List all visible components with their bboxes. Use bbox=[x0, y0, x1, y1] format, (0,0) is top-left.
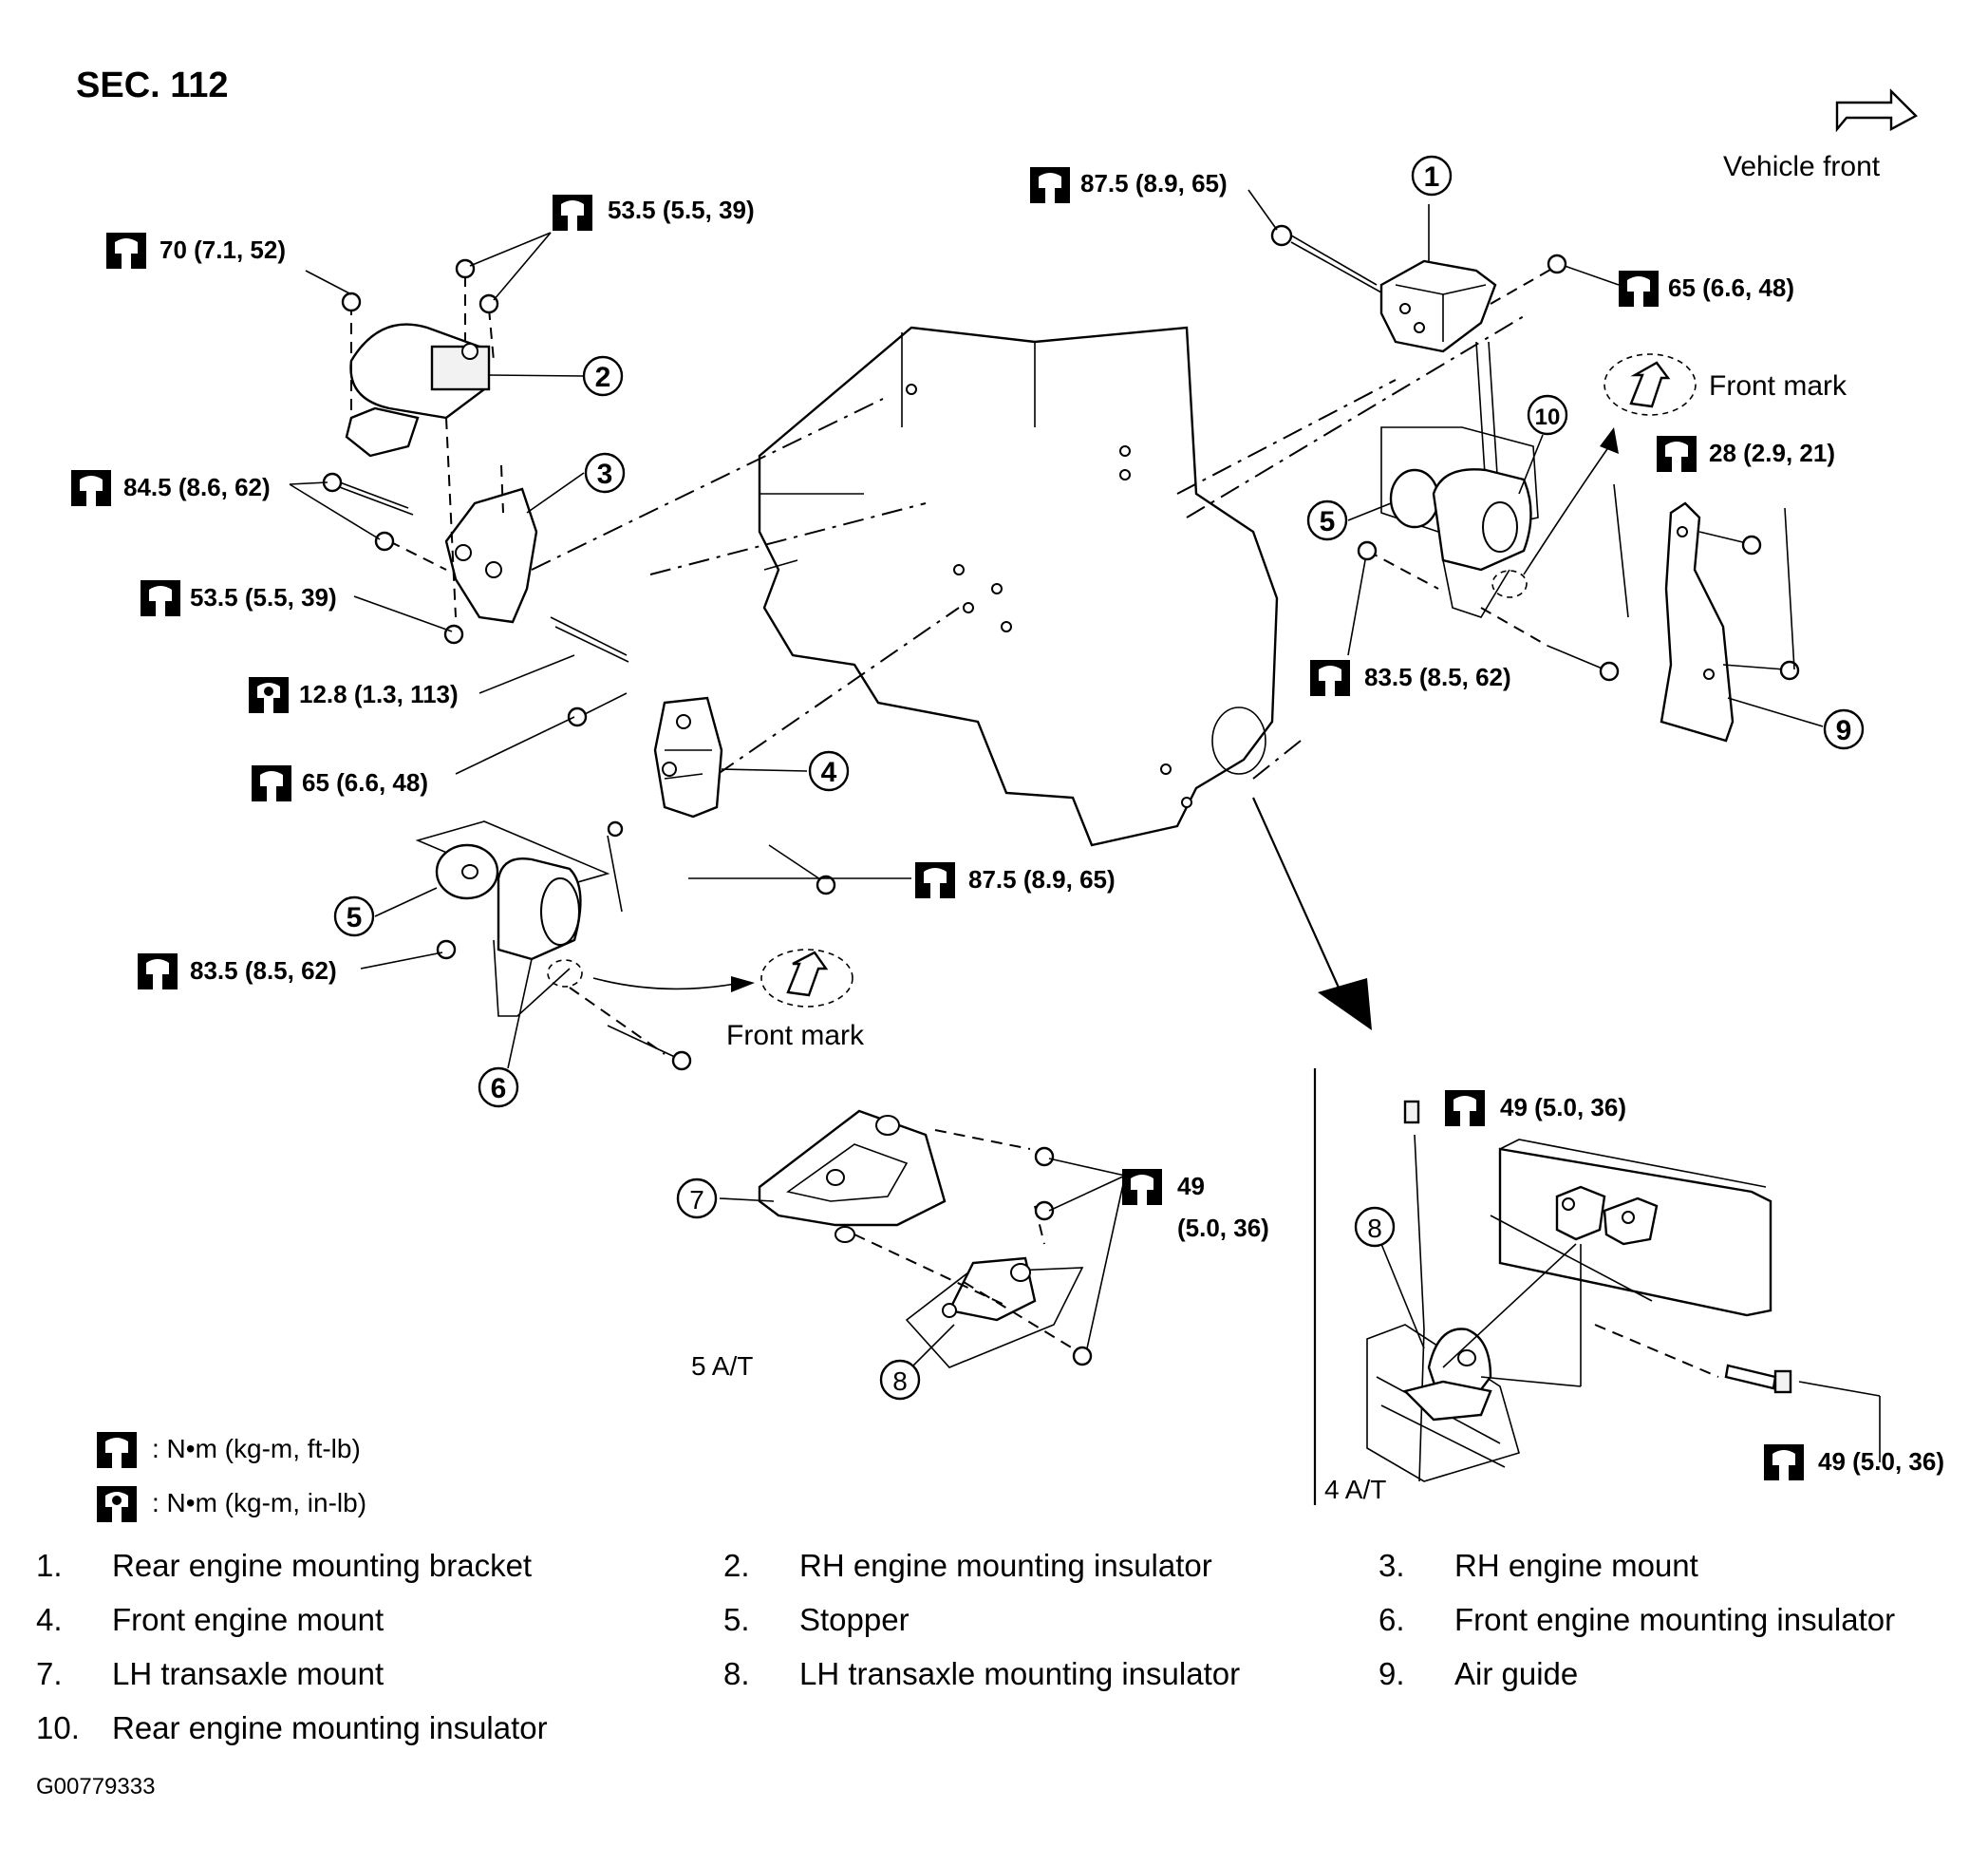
torque-87-top: 87.5 (8.9, 65) bbox=[1080, 169, 1228, 198]
engine-block bbox=[758, 326, 1279, 847]
callout-10: 10 bbox=[1535, 405, 1561, 430]
torque-icons bbox=[71, 167, 1804, 1522]
callout-1: 1 bbox=[1424, 161, 1440, 193]
callout-5-left: 5 bbox=[347, 902, 363, 933]
legend-item: 3.RH engine mount bbox=[1378, 1548, 1698, 1583]
lh-transaxle-mount bbox=[758, 1109, 947, 1243]
torque-49-5at-a: 49 bbox=[1177, 1172, 1205, 1200]
torque-70: 70 (7.1, 52) bbox=[159, 235, 286, 264]
front-mark-right-label: Front mark bbox=[1709, 370, 1847, 402]
callout-6: 6 bbox=[491, 1073, 507, 1104]
torque-49-5at-b: (5.0, 36) bbox=[1177, 1214, 1269, 1242]
torque-ft-lb-icon bbox=[553, 195, 592, 231]
torque-ft-lb-icon bbox=[1445, 1090, 1485, 1126]
front-engine-mounting-insulator bbox=[415, 820, 692, 1071]
vehicle-front-label: Vehicle front bbox=[1723, 151, 1881, 182]
callout-8-5at: 8 bbox=[892, 1366, 908, 1396]
torque-ft-lb-icon bbox=[1310, 660, 1350, 696]
legend-item: 1.Rear engine mounting bracket bbox=[36, 1548, 533, 1583]
torque-87-mid: 87.5 (8.9, 65) bbox=[968, 865, 1116, 894]
callout-2: 2 bbox=[595, 362, 611, 393]
torque-28: 28 (2.9, 21) bbox=[1709, 439, 1835, 467]
air-guide bbox=[1613, 483, 1800, 743]
key-ft-lb: : N•m (kg-m, ft-lb) bbox=[152, 1434, 361, 1463]
torque-65-left: 65 (6.6, 48) bbox=[302, 768, 428, 797]
legend-item: 4.Front engine mount bbox=[36, 1602, 384, 1637]
four-at-inset bbox=[1366, 1100, 1881, 1482]
torque-ft-lb-icon bbox=[71, 470, 111, 506]
callout-7: 7 bbox=[689, 1185, 704, 1215]
torque-53-mid: 53.5 (5.5, 39) bbox=[190, 583, 337, 612]
torque-49-4at-top: 49 (5.0, 36) bbox=[1500, 1093, 1626, 1121]
torque-83-left: 83.5 (8.5, 62) bbox=[190, 956, 337, 985]
legend-item: 9.Air guide bbox=[1378, 1656, 1579, 1691]
torque-ft-lb-icon bbox=[1619, 271, 1659, 307]
rear-engine-mounting-insulator bbox=[1357, 426, 1620, 682]
lh-transaxle-mounting-insulator-5at bbox=[853, 1129, 1093, 1368]
torque-53-top: 53.5 (5.5, 39) bbox=[608, 196, 755, 224]
legend-item: 10.Rear engine mounting insulator bbox=[36, 1710, 548, 1745]
vehicle-front-arrow-icon bbox=[1835, 88, 1918, 133]
torque-ft-lb-icon bbox=[252, 765, 291, 801]
part-callouts: 2 3 4 5 6 1 5 10 9 7 8 8 bbox=[333, 155, 1865, 1401]
callout-5-right: 5 bbox=[1320, 506, 1336, 537]
torque-leader-lines bbox=[289, 189, 1620, 1349]
torque-49-4at-bottom: 49 (5.0, 36) bbox=[1818, 1447, 1944, 1476]
legend-item: 5.Stopper bbox=[723, 1602, 910, 1637]
front-mark-left-icon bbox=[592, 949, 853, 1008]
detail-arrow-icon bbox=[1251, 797, 1372, 1030]
front-mark-right-icon bbox=[1523, 353, 1697, 575]
torque-ft-lb-icon bbox=[915, 862, 955, 898]
torque-ft-lb-icon bbox=[138, 953, 178, 989]
legend-item: 8.LH transaxle mounting insulator bbox=[723, 1656, 1241, 1691]
alignment-lines bbox=[531, 312, 1529, 799]
rear-engine-mounting-bracket bbox=[1270, 224, 1567, 490]
torque-84: 84.5 (8.6, 62) bbox=[123, 473, 271, 501]
torque-ft-lb-icon bbox=[97, 1432, 137, 1468]
torque-ft-lb-icon bbox=[106, 233, 146, 269]
section-title: SEC. 112 bbox=[76, 66, 229, 105]
rh-engine-mount bbox=[444, 487, 538, 624]
legend-item: 6.Front engine mounting insulator bbox=[1378, 1602, 1896, 1637]
torque-12: 12.8 (1.3, 113) bbox=[299, 680, 459, 708]
torque-83-right: 83.5 (8.5, 62) bbox=[1364, 663, 1511, 691]
rh-engine-mounting-insulator bbox=[345, 323, 491, 458]
four-at-label: 4 A/T bbox=[1324, 1475, 1386, 1504]
five-at-label: 5 A/T bbox=[691, 1351, 753, 1381]
torque-ft-lb-icon bbox=[141, 580, 180, 616]
front-mark-left-label: Front mark bbox=[726, 1020, 865, 1051]
callout-4: 4 bbox=[821, 757, 837, 788]
torque-ft-lb-icon bbox=[1657, 436, 1697, 472]
callout-3: 3 bbox=[597, 459, 613, 490]
callout-8-4at: 8 bbox=[1367, 1214, 1382, 1243]
torque-ft-lb-icon bbox=[1030, 167, 1070, 203]
torque-65-right: 65 (6.6, 48) bbox=[1668, 273, 1794, 302]
front-engine-mount bbox=[567, 692, 836, 895]
legend-item: 2.RH engine mounting insulator bbox=[723, 1548, 1212, 1583]
legend-item: 7.LH transaxle mount bbox=[36, 1656, 384, 1691]
figure-id: G00779333 bbox=[36, 1774, 156, 1799]
key-in-lb: : N•m (kg-m, in-lb) bbox=[152, 1488, 366, 1517]
torque-in-lb-icon bbox=[249, 677, 289, 713]
torque-ft-lb-icon bbox=[1122, 1169, 1162, 1205]
torque-in-lb-icon bbox=[97, 1486, 137, 1522]
callout-9: 9 bbox=[1836, 715, 1852, 746]
torque-ft-lb-icon bbox=[1764, 1444, 1804, 1480]
